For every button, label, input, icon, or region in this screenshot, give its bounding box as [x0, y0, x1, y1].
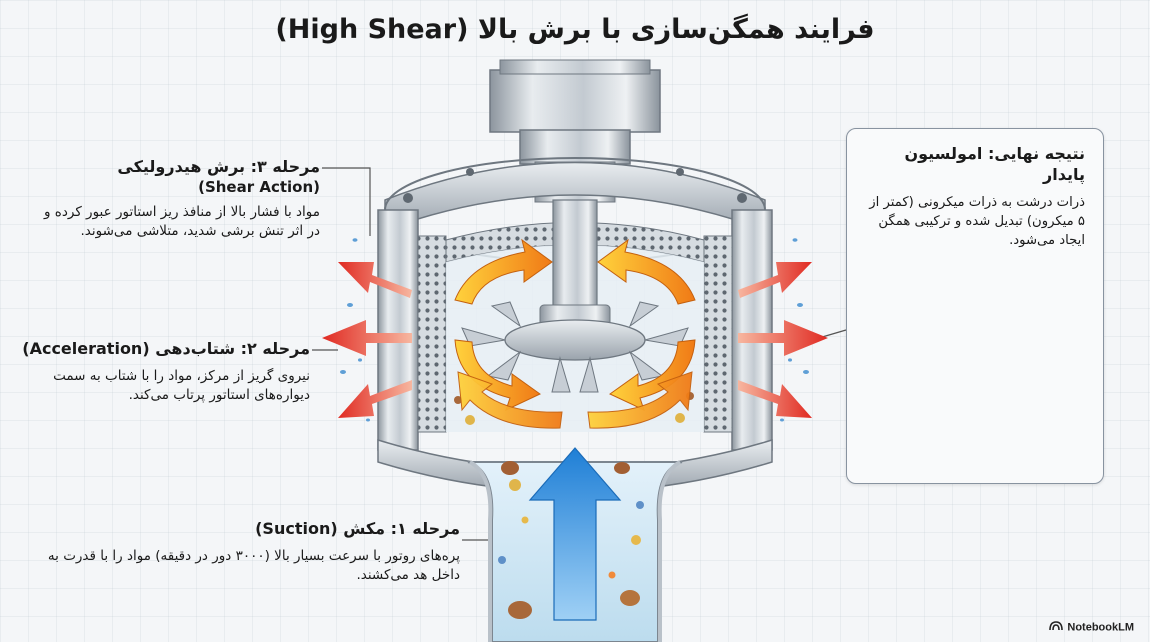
stage-1-body: پره‌های روتور با سرعت بسیار بالا (۳۰۰۰ د…: [47, 548, 460, 583]
stage-3-body: مواد با فشار بالا از منافذ ریز استاتور ع…: [43, 204, 320, 239]
brand-label: NotebookLM: [1067, 621, 1134, 634]
stage-3-callout: مرحله ۳: برش هیدرولیکی (Shear Action) مو…: [40, 156, 320, 241]
spray-droplets: [340, 238, 809, 422]
rotor: [461, 199, 689, 393]
particles: [454, 392, 694, 619]
stage-2-heading: مرحله ۲: شتاب‌دهی (Acceleration): [22, 339, 310, 358]
notebooklm-logo-icon: [1049, 621, 1064, 634]
brand-watermark: NotebookLM: [1049, 621, 1134, 634]
stage-2-callout: مرحله ۲: شتاب‌دهی (Acceleration) نیروی گ…: [20, 338, 310, 405]
suction-arrow: [528, 447, 622, 621]
stage-1-heading: مرحله ۱: مکش (Suction): [255, 519, 460, 538]
stage-2-body: نیروی گریز از مرکز، مواد را با شتاب به س…: [53, 368, 310, 403]
result-heading: نتیجه نهایی: امولسیون پایدار: [904, 144, 1085, 184]
stage-1-callout: مرحله ۱: مکش (Suction) پره‌های روتور با …: [40, 518, 460, 585]
rotation-arrows: [454, 238, 696, 429]
result-body: ذرات درشت به ذرات میکرونی (کمتر از ۵ میک…: [869, 195, 1085, 248]
shear-output-arrows: [322, 262, 828, 418]
stage-3-heading: مرحله ۳: برش هیدرولیکی: [117, 157, 320, 176]
stage-3-subtitle: (Shear Action): [198, 178, 320, 196]
result-panel: نتیجه نهایی: امولسیون پایدار ذرات درشت ب…: [846, 128, 1104, 484]
page-title: فرایند همگن‌سازی با برش بالا (High Shear…: [275, 14, 875, 45]
